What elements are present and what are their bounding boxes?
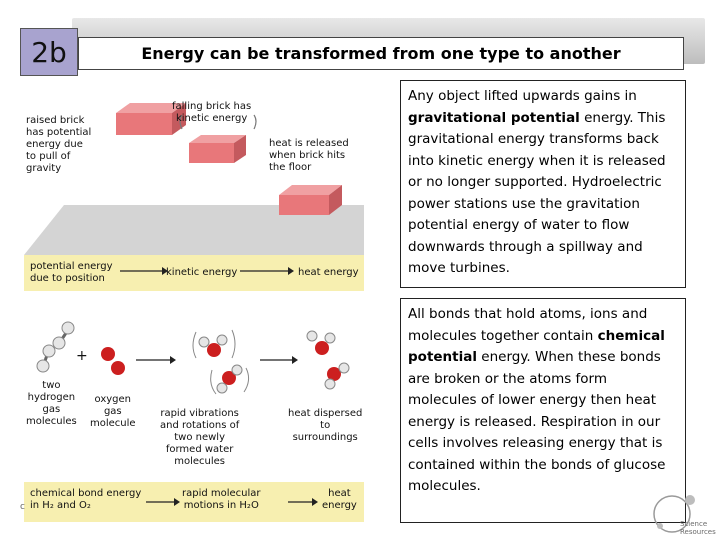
- vibrations-label: rapid vibrations and rotations of two ne…: [160, 408, 240, 467]
- heat-energy-label-2: heat energy: [322, 488, 357, 511]
- water-molecule-vibrating-1: [192, 329, 236, 359]
- brick-energy-diagram: raised brick has potential energy due to…: [24, 95, 364, 293]
- potential-energy-label: potential energy due to position: [30, 261, 113, 284]
- gravitational-text-part1: Any object lifted upwards gains in: [408, 88, 637, 104]
- science-resources-logo-icon: [653, 495, 695, 533]
- slide-number: 2b: [31, 35, 67, 69]
- water-molecule-dispersed-2: [324, 362, 350, 390]
- floor-shape: [24, 205, 364, 255]
- heat-energy-label: heat energy: [298, 267, 359, 278]
- hydrogen-molecule-2: [36, 344, 56, 373]
- water-molecule-dispersed-1: [306, 330, 336, 355]
- chemical-flow-arrows: [146, 498, 318, 506]
- floor-brick: [279, 185, 342, 215]
- footer-mark: c: [20, 502, 25, 512]
- slide-number-badge: 2b: [20, 28, 78, 76]
- energy-flow-arrows: [120, 267, 294, 275]
- chemical-energy-diagram: + two hydrogen gas molecules oxygen gas …: [24, 310, 364, 525]
- chemical-potential-term: chemical potential: [408, 327, 665, 366]
- molecule-illustration: [36, 321, 350, 395]
- oxygen-molecule: [101, 347, 125, 375]
- oxygen-label: oxygen gas molecule: [90, 394, 136, 429]
- heat-released-label: heat is released when brick hits the flo…: [269, 138, 349, 173]
- chemical-energy-textbox: All bonds that hold atoms, ions and mole…: [400, 298, 686, 523]
- rapid-molecular-label: rapid molecular motions in H₂O: [182, 488, 261, 511]
- hydrogen-molecule-1: [52, 321, 75, 350]
- kinetic-energy-label: kinetic energy: [166, 267, 238, 278]
- falling-brick-label: falling brick has kinetic energy: [172, 101, 252, 124]
- heat-dispersed-label: heat dispersed to surroundings: [288, 408, 363, 443]
- slide-title: Energy can be transformed from one type …: [141, 44, 621, 63]
- gravitational-energy-textbox: Any object lifted upwards gains in gravi…: [400, 80, 686, 288]
- raised-brick-label: raised brick has potential energy due to…: [26, 115, 92, 174]
- title-box: Energy can be transformed from one type …: [78, 37, 684, 70]
- water-molecule-vibrating-2: [210, 364, 250, 395]
- falling-brick: [179, 114, 257, 163]
- chemical-text-part1: All bonds that hold atoms, ions and mole…: [408, 306, 648, 344]
- chemical-bond-energy-label: chemical bond energy in H₂ and O₂: [30, 488, 142, 511]
- raised-brick: [116, 103, 186, 135]
- hydrogen-label: two hydrogen gas molecules: [26, 380, 77, 427]
- chemical-text-part2: energy. When these bonds are broken or t…: [408, 349, 666, 494]
- gravitational-potential-term: gravitational potential: [408, 109, 580, 126]
- energy-flow-band: [24, 255, 364, 291]
- gravitational-text-part2: energy. This gravitational energy transf…: [408, 109, 666, 277]
- plus-sign: +: [76, 348, 88, 364]
- logo-text: Science Resources: [680, 520, 716, 536]
